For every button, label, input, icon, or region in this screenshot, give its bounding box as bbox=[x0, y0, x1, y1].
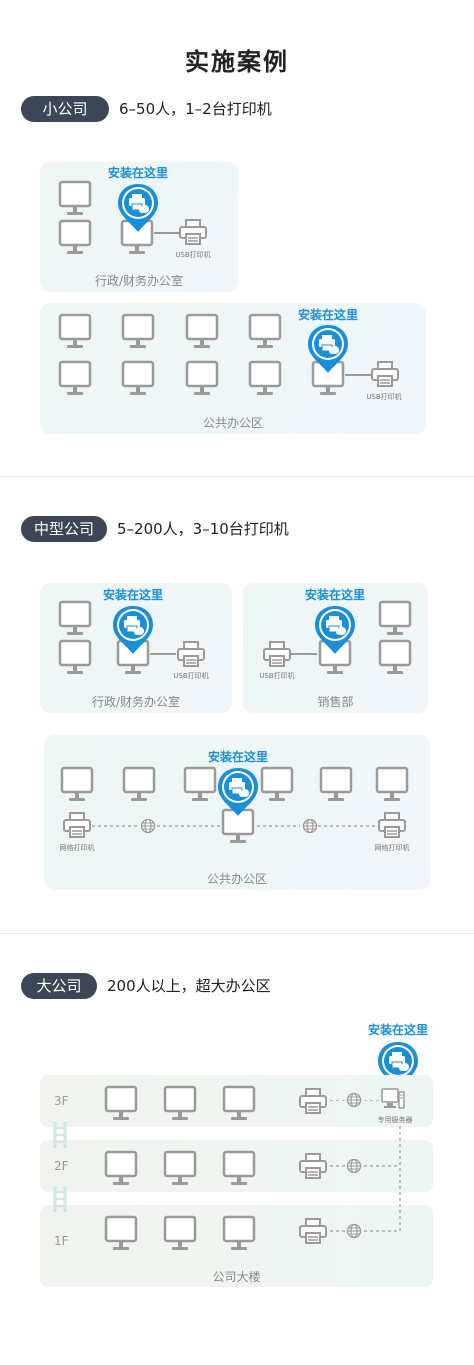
monitor-icon bbox=[222, 1085, 256, 1123]
page-title: 实施案例 bbox=[185, 48, 289, 76]
usb-cable bbox=[291, 653, 317, 655]
monitor-icon bbox=[248, 360, 282, 398]
monitor-icon bbox=[378, 639, 412, 677]
globe-icon bbox=[140, 818, 156, 834]
usb-cable bbox=[345, 374, 371, 376]
network-line bbox=[330, 1100, 401, 1232]
monitor-icon bbox=[58, 219, 92, 257]
monitor-icon bbox=[222, 1150, 256, 1188]
server-label: 专用服务器 bbox=[377, 1116, 413, 1124]
printer-icon bbox=[298, 1152, 328, 1180]
section-divider bbox=[0, 933, 474, 934]
ladder-icon bbox=[53, 1122, 67, 1148]
small-company-tag: 小公司 bbox=[21, 96, 109, 122]
monitor-icon bbox=[378, 600, 412, 638]
printer-icon bbox=[178, 218, 208, 246]
office-label: 销售部 bbox=[317, 695, 354, 709]
floor-label: 3F bbox=[54, 1094, 69, 1108]
printer-icon bbox=[377, 811, 407, 839]
printer-icon bbox=[62, 811, 92, 839]
office-label: 行政/财务办公室 bbox=[94, 274, 184, 288]
globe-icon bbox=[302, 818, 318, 834]
install-here-label: 安装在这里 bbox=[304, 588, 365, 602]
monitor-icon bbox=[60, 766, 94, 804]
printer-icon bbox=[298, 1217, 328, 1245]
floor-label: 1F bbox=[54, 1234, 69, 1248]
map-pin-icon bbox=[313, 604, 357, 656]
monitor-icon bbox=[58, 600, 92, 638]
printer-icon bbox=[298, 1087, 328, 1115]
monitor-icon bbox=[260, 766, 294, 804]
monitor-icon bbox=[185, 313, 219, 351]
usb-printer-label: USB打印机 bbox=[173, 672, 209, 680]
office-label: 公共办公区 bbox=[206, 872, 267, 886]
monitor-icon bbox=[121, 360, 155, 398]
network-printer-label: 网络打印机 bbox=[59, 844, 95, 852]
monitor-icon bbox=[183, 766, 217, 804]
building-label: 公司大楼 bbox=[212, 1270, 261, 1284]
monitor-icon bbox=[185, 360, 219, 398]
monitor-icon bbox=[104, 1215, 138, 1253]
monitor-icon bbox=[104, 1150, 138, 1188]
monitor-icon bbox=[104, 1085, 138, 1123]
usb-cable bbox=[150, 653, 176, 655]
monitor-icon bbox=[163, 1150, 197, 1188]
install-here-label: 安装在这里 bbox=[207, 750, 268, 764]
small-company-desc: 6–50人，1–2台打印机 bbox=[119, 100, 272, 118]
large-company-desc: 200人以上，超大办公区 bbox=[107, 977, 271, 995]
monitor-icon bbox=[375, 766, 409, 804]
office-panel-public bbox=[40, 303, 426, 434]
monitor-icon bbox=[58, 639, 92, 677]
printer-icon bbox=[370, 360, 400, 388]
install-here-label: 安装在这里 bbox=[367, 1023, 428, 1037]
monitor-icon bbox=[58, 360, 92, 398]
map-pin-icon bbox=[306, 323, 350, 375]
install-here-label: 安装在这里 bbox=[297, 308, 358, 322]
printer-icon bbox=[176, 640, 206, 668]
printer-icon bbox=[262, 640, 292, 668]
office-label: 行政/财务办公室 bbox=[91, 695, 181, 709]
monitor-icon bbox=[319, 766, 353, 804]
map-pin-icon bbox=[216, 766, 260, 818]
network-line bbox=[92, 825, 377, 827]
office-label: 公共办公区 bbox=[202, 416, 263, 430]
monitor-icon bbox=[122, 766, 156, 804]
section-divider bbox=[0, 476, 474, 477]
monitor-icon bbox=[248, 313, 282, 351]
usb-printer-label: USB打印机 bbox=[175, 251, 211, 259]
network-printer-label: 网络打印机 bbox=[374, 844, 410, 852]
monitor-icon bbox=[163, 1085, 197, 1123]
large-company-tag: 大公司 bbox=[21, 973, 97, 999]
medium-company-desc: 5–200人，3–10台打印机 bbox=[117, 520, 289, 538]
map-pin-icon bbox=[116, 182, 160, 234]
ladder-icon bbox=[53, 1186, 67, 1212]
usb-printer-label: USB打印机 bbox=[366, 393, 402, 401]
map-pin-icon bbox=[111, 604, 155, 656]
usb-printer-label: USB打印机 bbox=[259, 672, 295, 680]
monitor-icon bbox=[222, 1215, 256, 1253]
usb-cable bbox=[154, 232, 180, 234]
floor-label: 2F bbox=[54, 1159, 69, 1173]
monitor-icon bbox=[121, 313, 155, 351]
install-here-label: 安装在这里 bbox=[102, 588, 163, 602]
medium-company-tag: 中型公司 bbox=[21, 516, 107, 542]
monitor-icon bbox=[58, 180, 92, 218]
monitor-icon bbox=[163, 1215, 197, 1253]
install-here-label: 安装在这里 bbox=[107, 166, 168, 180]
monitor-icon bbox=[58, 313, 92, 351]
